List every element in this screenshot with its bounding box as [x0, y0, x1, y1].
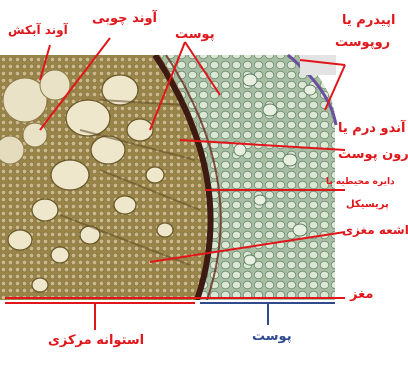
label-pericycle-line1: دایره محیطیه یا [326, 178, 395, 187]
label-epidermis-line2: روپوست [335, 36, 390, 49]
label-medullary-ray: اشعه مغزی [342, 224, 408, 236]
label-pith: مغز [350, 288, 373, 301]
label-epidermis-line1: اپیدرم یا [342, 14, 395, 27]
label-central-cylinder: استوانه مرکزی [48, 334, 144, 347]
label-xylem: آوند چوبی [92, 12, 157, 25]
label-tracheid: آوند آبکش [8, 24, 68, 36]
label-cortex-top: پوست [175, 28, 215, 41]
label-endodermis-line2: درون پوست [338, 148, 408, 161]
slide-background [300, 55, 336, 75]
label-endodermis-line1: آندو درم یا [338, 122, 405, 135]
label-pericycle-line2: پریسیکل [346, 200, 389, 210]
label-cortex-bottom: پوست [252, 330, 292, 343]
